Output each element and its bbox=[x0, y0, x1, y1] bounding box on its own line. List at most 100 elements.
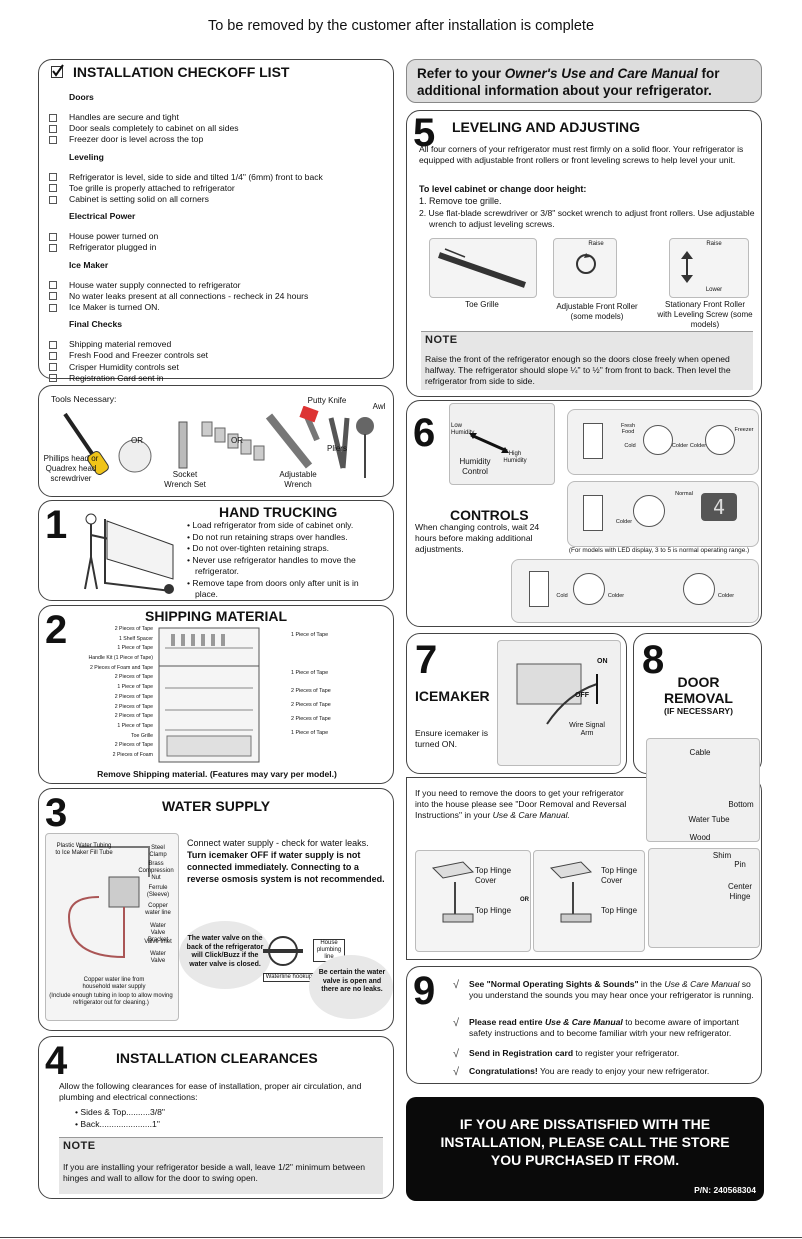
top-banner: To be removed by the customer after inst… bbox=[207, 18, 595, 34]
label-valve-inlet: Valve Inlet bbox=[144, 939, 172, 945]
section-4-note: NOTE If you are installing your refriger… bbox=[59, 1137, 383, 1194]
controls-text: When changing controls, wait 24 hours be… bbox=[415, 522, 540, 555]
checklist-item[interactable]: Handles are secure and tight bbox=[49, 112, 389, 123]
checklist-item[interactable]: Crisper Humidity controls set bbox=[49, 362, 389, 373]
led-note: (For models with LED display, 3 to 5 is … bbox=[568, 547, 750, 554]
icemaker-on-label: ON bbox=[597, 658, 608, 665]
checklist-item[interactable]: Registration Card sent in bbox=[49, 373, 389, 384]
checklist-item-label: Refrigerator plugged in bbox=[69, 242, 157, 253]
checklist-item[interactable]: Refrigerator plugged in bbox=[49, 242, 389, 253]
checkbox-icon[interactable] bbox=[49, 340, 57, 349]
checkbox-icon[interactable] bbox=[49, 374, 57, 383]
led-panel-dial[interactable] bbox=[633, 495, 665, 527]
control-panel-2-switch[interactable] bbox=[583, 495, 603, 531]
clearance-sides: • Sides & Top..........3/8" bbox=[75, 1107, 165, 1117]
tools-panel: Tools Necessary: Putty Knife Awl Phillip… bbox=[38, 385, 394, 497]
label-bottom: Bottom bbox=[728, 800, 754, 809]
checkbox-icon[interactable] bbox=[49, 363, 57, 372]
control-panel-3-dial-2[interactable] bbox=[683, 573, 715, 605]
checkbox-icon[interactable] bbox=[49, 303, 57, 312]
door-cable-illustration bbox=[646, 738, 760, 842]
shipping-label-left: 2 Pieces of Tape bbox=[114, 693, 153, 700]
hinge-or-label: OR bbox=[520, 897, 529, 903]
checklist-item-label: No water leaks present at all connection… bbox=[69, 290, 309, 301]
leveling-step-2: 2. Use flat-blade screwdriver or 3/8" so… bbox=[419, 208, 755, 229]
owners-manual-title: Owner's Use and Care Manual bbox=[504, 66, 698, 81]
checkbox-icon[interactable] bbox=[49, 244, 57, 253]
shipping-label-left: 2 Pieces of Tape bbox=[114, 703, 153, 710]
bubble-left-text: The water valve on the back of the refri… bbox=[186, 935, 264, 968]
checklist-item[interactable]: Freezer door is level across the top bbox=[49, 134, 389, 145]
tool-label-socket: Socket Wrench Set bbox=[164, 470, 206, 489]
dial-label-colder-2: Colder bbox=[689, 443, 707, 449]
checkbox-icon[interactable] bbox=[49, 195, 57, 204]
control-panel-3-switch[interactable] bbox=[529, 571, 549, 607]
roller-raise-label: Raise bbox=[588, 241, 604, 247]
fridge-shipping-illustration bbox=[158, 627, 260, 763]
section-3-title: WATER SUPPLY bbox=[162, 798, 271, 814]
freezer-dial[interactable] bbox=[705, 425, 735, 455]
label-wood: Wood bbox=[689, 833, 711, 842]
leveling-subhead: To level cabinet or change door height: bbox=[419, 184, 587, 194]
label-loop-note: (Include enough tubing in loop to allow … bbox=[49, 993, 173, 1006]
checklist-item[interactable]: House power turned on bbox=[49, 231, 389, 242]
hinge-left-drawing bbox=[431, 861, 475, 923]
checklist-section-title: Electrical Power bbox=[69, 211, 136, 222]
shipping-label-right: 2 Pieces of Tape bbox=[291, 716, 331, 722]
fresh-food-dial[interactable] bbox=[643, 425, 673, 455]
left-top-hinge-cover: Top Hinge Cover bbox=[475, 866, 512, 885]
humidity-illustration bbox=[449, 403, 555, 485]
checklist-item[interactable]: Fresh Food and Freezer controls set bbox=[49, 350, 389, 361]
section-4-panel: 4 INSTALLATION CLEARANCES Allow the foll… bbox=[38, 1036, 394, 1199]
label-brass-nut: Brass Compression Nut bbox=[138, 861, 174, 881]
hinge-right-image bbox=[533, 850, 645, 952]
checklist-item-label: Refrigerator is level, side to side and … bbox=[69, 171, 323, 182]
checkbox-icon[interactable] bbox=[49, 292, 57, 301]
dial-label-colder-3: Colder bbox=[615, 519, 633, 525]
checkbox-icon[interactable] bbox=[49, 113, 57, 122]
checklist-item[interactable]: No water leaks present at all connection… bbox=[49, 291, 389, 302]
label-valve-bracket: Water Valve Bracket bbox=[147, 923, 169, 943]
water-line-illustration bbox=[45, 833, 179, 1021]
bubble-left bbox=[179, 921, 271, 989]
checkbox-icon[interactable] bbox=[49, 173, 57, 182]
section-4-note-text: If you are installing your refrigerator … bbox=[63, 1162, 366, 1184]
section-7-panel: 7 ICEMAKER Ensure icemaker is turned ON.… bbox=[406, 633, 627, 774]
clearance-back: • Back......................1" bbox=[75, 1119, 160, 1129]
checkbox-icon[interactable] bbox=[49, 281, 57, 290]
checklist-item[interactable]: Shipping material removed bbox=[49, 339, 389, 350]
checklist-item-label: Toe grille is properly attached to refri… bbox=[69, 182, 235, 193]
checklist-item[interactable]: House water supply connected to refriger… bbox=[49, 280, 389, 291]
control-panel-1-switch[interactable] bbox=[583, 423, 603, 459]
checklist-item[interactable]: Ice Maker is turned ON. bbox=[49, 302, 389, 313]
shipping-label-right: 2 Pieces of Tape bbox=[291, 702, 331, 708]
checklist-item[interactable]: Cabinet is setting solid on all corners bbox=[49, 194, 389, 205]
water-supply-text-plain: Connect water supply - check for water l… bbox=[187, 838, 369, 848]
tools-illustration bbox=[63, 406, 374, 478]
checkbox-icon[interactable] bbox=[49, 184, 57, 193]
adjustable-roller-caption: Adjustable Front Roller (some models) bbox=[556, 302, 638, 321]
section-5-note-heading: NOTE bbox=[425, 334, 458, 346]
checklist-item[interactable]: Toe grille is properly attached to refri… bbox=[49, 183, 389, 194]
humidity-slider-arrow[interactable] bbox=[469, 431, 509, 455]
checkbox-icon[interactable] bbox=[49, 232, 57, 241]
checklist-item[interactable]: Refrigerator is level, side to side and … bbox=[49, 172, 389, 183]
control-panel-3-dial-1[interactable] bbox=[573, 573, 605, 605]
section-9-number: 9 bbox=[413, 969, 436, 1013]
label-shim: Shim bbox=[712, 851, 732, 860]
icemaker-arm-drawing bbox=[516, 663, 598, 725]
hand-trucking-bullet: Load refrigerator from side of cabinet o… bbox=[187, 520, 383, 532]
section-1-number: 1 bbox=[45, 503, 68, 547]
hand-trucking-bullet: Never use refrigerator handles to move t… bbox=[187, 555, 383, 578]
checkbox-icon[interactable] bbox=[49, 136, 57, 144]
label-water-tube: Water Tube bbox=[688, 815, 730, 824]
checklist-item[interactable]: Door seals completely to cabinet on all … bbox=[49, 123, 389, 134]
part-number: P/N: 240568304 bbox=[694, 1185, 756, 1195]
dial-label-colder-4: Colder bbox=[607, 593, 625, 599]
checkbox-icon[interactable] bbox=[49, 124, 57, 133]
checkbox-icon[interactable] bbox=[49, 352, 57, 361]
adjustable-roller-image bbox=[553, 238, 617, 298]
shipping-label-left: 2 Pieces of Tape bbox=[114, 674, 153, 681]
dial-label-cold-1: Cold bbox=[624, 443, 636, 449]
